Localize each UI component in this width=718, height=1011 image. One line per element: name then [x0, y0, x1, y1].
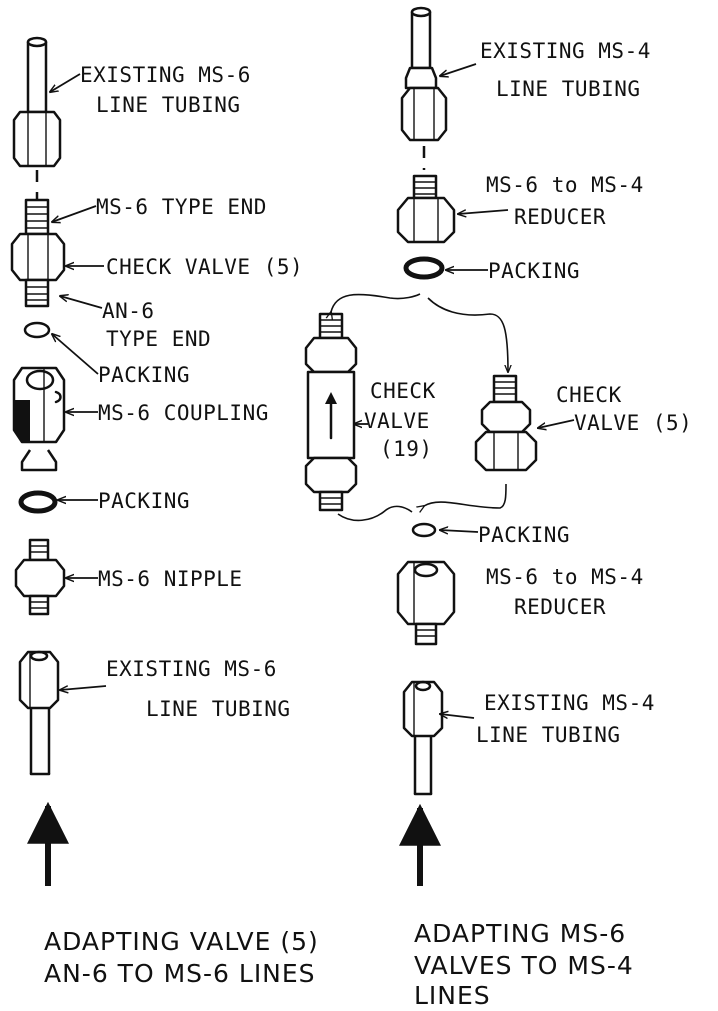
left-assembly: EXISTING MS-6 LINE TUBING MS-6 TYPE END …: [10, 36, 319, 988]
right-flow-path-bottom-right: [424, 483, 507, 508]
left-an6-label: AN-6: [102, 299, 155, 323]
right-check-valve-19: [304, 312, 358, 512]
left-type-end-label: TYPE END: [106, 327, 211, 351]
right-cv19-label-1: CHECK: [370, 379, 436, 403]
left-packing-label-1: PACKING: [98, 363, 190, 387]
left-packing-label-2: PACKING: [98, 489, 190, 513]
right-top-tubing: [400, 6, 448, 142]
right-cv19-label-3: (19): [380, 437, 433, 461]
left-caption-line-2: AN-6 TO MS-6 LINES: [44, 959, 316, 988]
right-packing-bottom: [411, 522, 437, 538]
right-top-reducer-label: MS-6 to MS-4: [486, 173, 644, 197]
left-check-valve: [10, 198, 66, 308]
right-packing-bottom-label: PACKING: [478, 523, 570, 547]
right-caption-line-2: VALVES TO MS-4: [414, 951, 634, 980]
left-check-valve-label: CHECK VALVE (5): [106, 255, 303, 279]
right-packing-top-label: PACKING: [488, 259, 580, 283]
right-bottom-tubing-label-2: LINE TUBING: [476, 723, 621, 747]
right-bottom-tubing: [402, 680, 444, 796]
left-ms6-type-end-label: MS-6 TYPE END: [96, 195, 267, 219]
right-assembly: EXISTING MS-4 LINE TUBING MS-6 to MS-4 R…: [304, 6, 692, 1010]
right-bottom-tubing-label: EXISTING MS-4: [484, 691, 655, 715]
left-ms6-coupling: [12, 366, 66, 472]
right-check-valve-5: [474, 374, 538, 472]
right-flow-path-top-left: [331, 293, 421, 312]
right-bottom-reducer: [396, 560, 456, 646]
left-coupling-label: MS-6 COUPLING: [98, 401, 269, 425]
right-flow-path-top-right: [427, 297, 508, 372]
right-top-tubing-label: EXISTING MS-4: [480, 39, 651, 63]
left-top-tubing-label-2: LINE TUBING: [96, 93, 241, 117]
right-bottom-reducer-label-2: REDUCER: [514, 595, 606, 619]
left-top-tubing-label: EXISTING MS-6: [80, 63, 251, 87]
left-bottom-tubing-label-2: LINE TUBING: [146, 697, 291, 721]
right-caption-line-3: LINES: [414, 981, 491, 1010]
right-top-reducer: [396, 174, 456, 244]
left-nipple-label: MS-6 NIPPLE: [98, 567, 243, 591]
right-cv19-label-2: VALVE: [364, 409, 430, 433]
right-cv5-label-2: VALVE (5): [574, 411, 692, 435]
left-bottom-tubing-label: EXISTING MS-6: [106, 657, 277, 681]
left-bottom-tubing: [18, 650, 60, 776]
right-cv5-label-1: CHECK: [556, 383, 622, 407]
right-top-tubing-label-2: LINE TUBING: [496, 77, 641, 101]
right-bottom-reducer-label: MS-6 to MS-4: [486, 565, 644, 589]
right-packing-top: [403, 256, 445, 280]
right-caption-line-1: ADAPTING MS-6: [414, 919, 626, 948]
right-flow-path-bottom-left: [337, 505, 413, 522]
left-caption-line-1: ADAPTING VALVE (5): [44, 927, 319, 956]
left-packing-2: [18, 490, 58, 514]
left-top-tubing: [12, 36, 62, 168]
left-packing-1: [23, 321, 51, 339]
right-top-reducer-label-2: REDUCER: [514, 205, 606, 229]
left-ms6-nipple: [14, 538, 66, 616]
